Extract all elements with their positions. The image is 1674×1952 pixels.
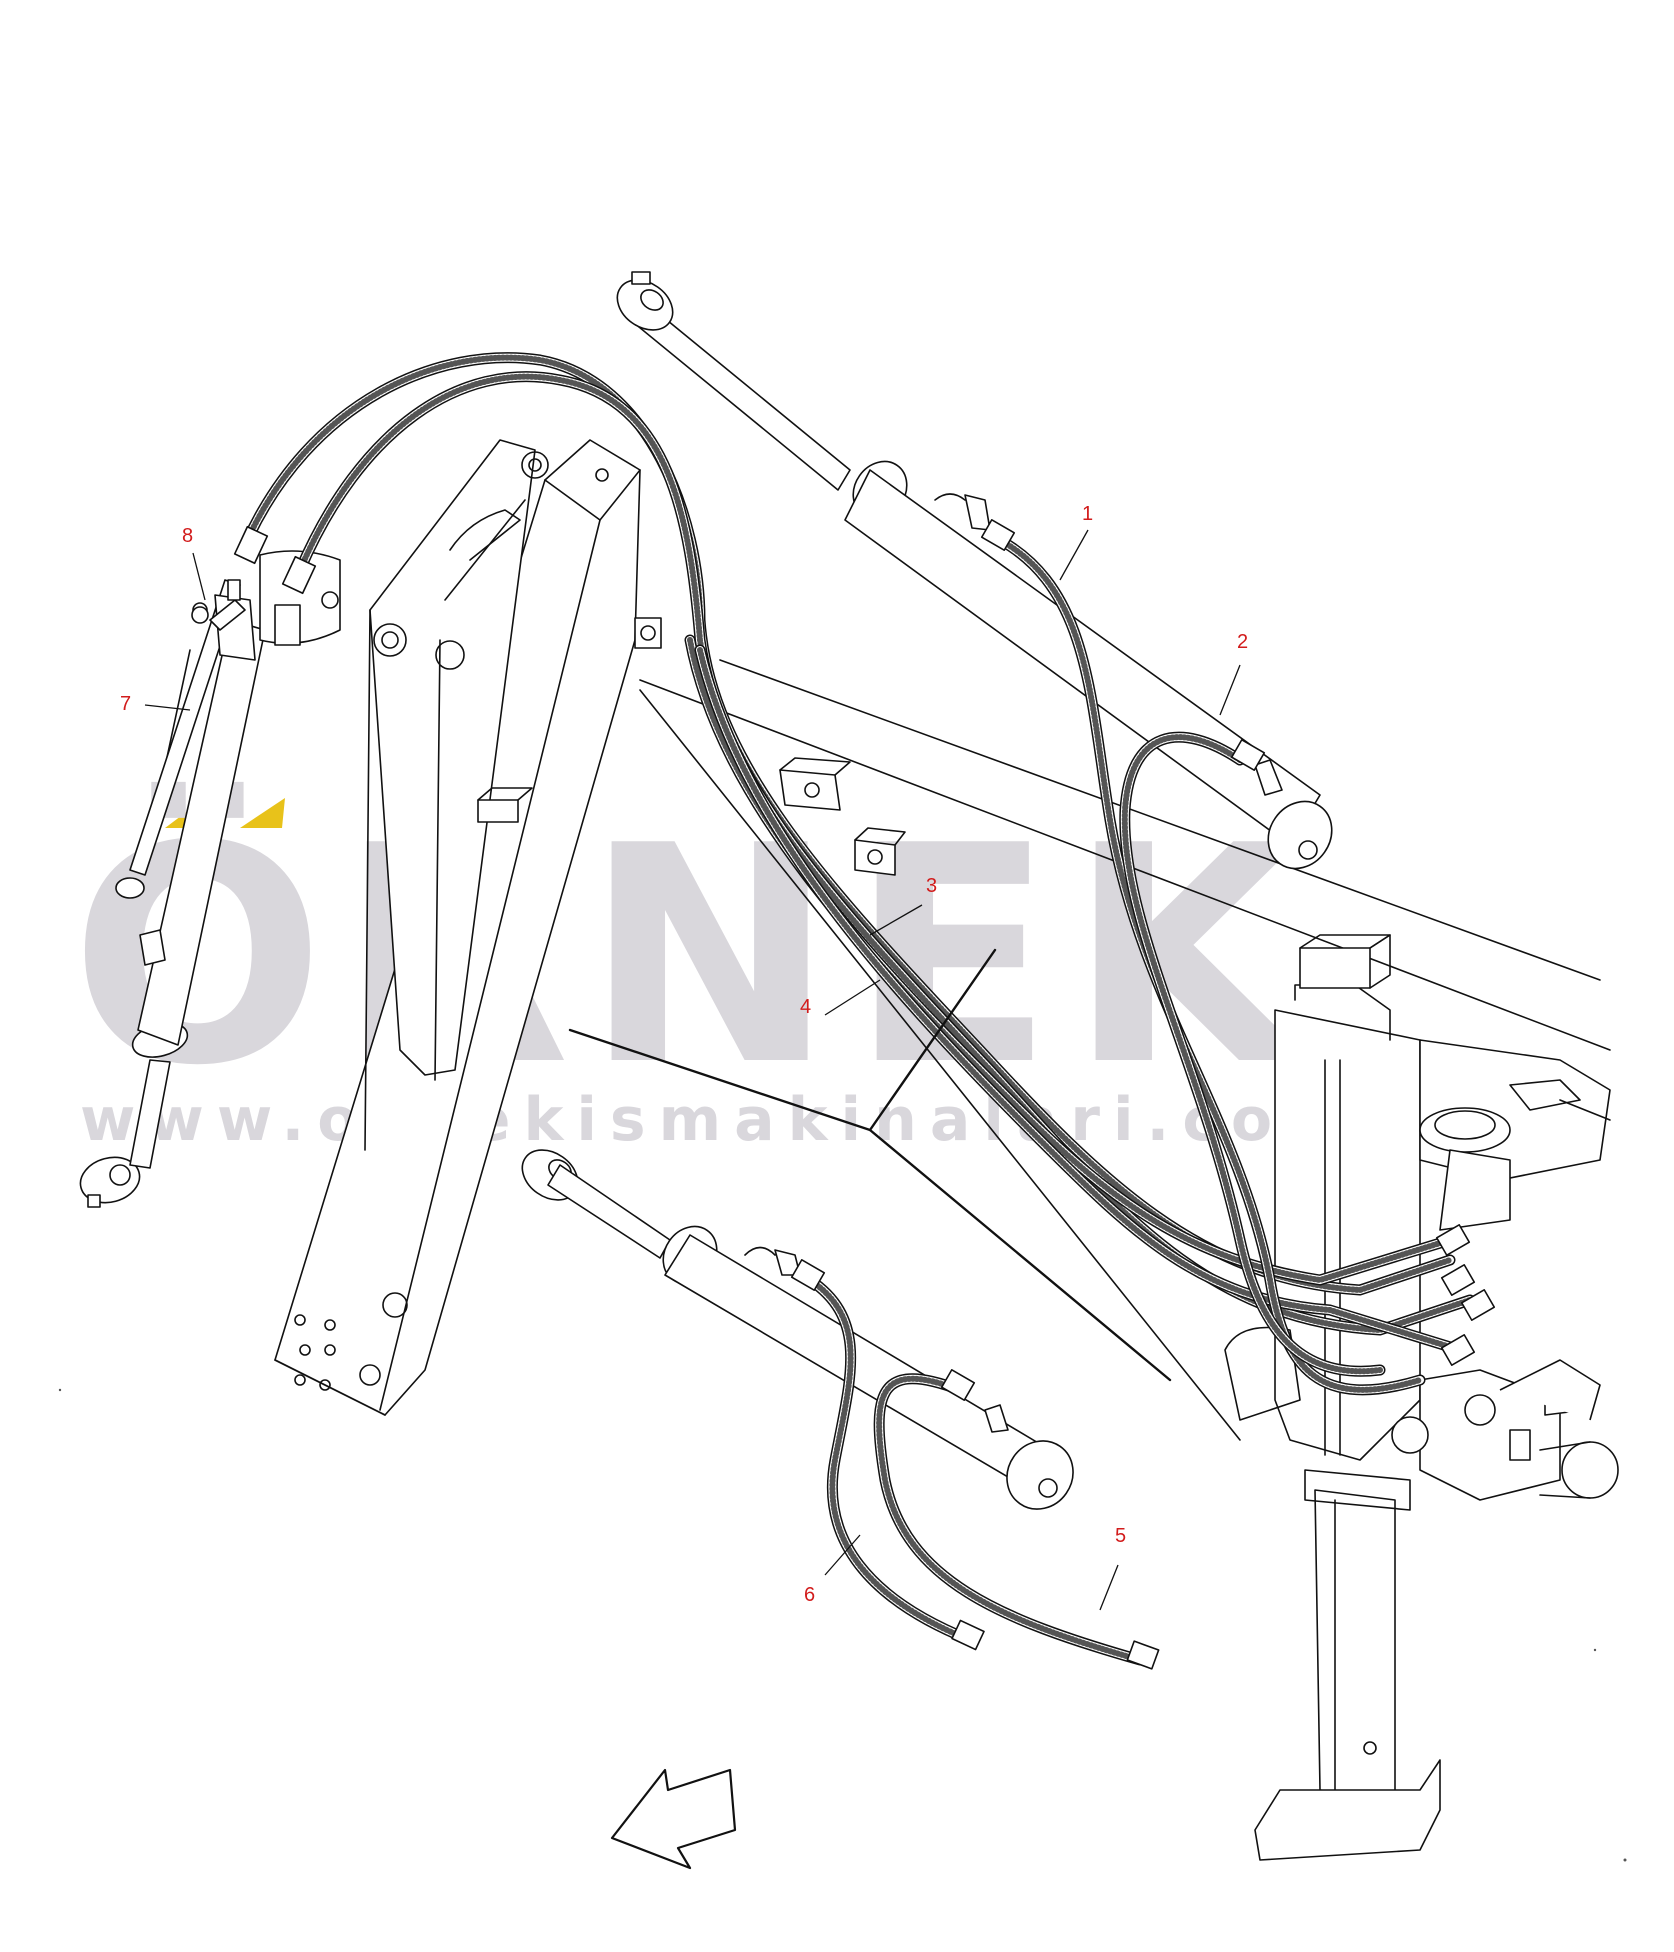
hoses	[233, 352, 1496, 1670]
section-lines	[568, 948, 1172, 1382]
scan-specks	[58, 1388, 1627, 1862]
arrow-icon	[610, 1768, 737, 1870]
left-cylinder	[79, 550, 341, 1208]
boom-arm	[274, 439, 662, 1416]
callout-2: 2	[1237, 631, 1248, 653]
hose-2	[1119, 731, 1386, 1377]
clamp-8	[191, 579, 246, 631]
hose-bundle	[239, 352, 1476, 1356]
lower-cylinder	[521, 1149, 1074, 1510]
callout-7: 7	[120, 693, 131, 715]
callout-3: 3	[926, 875, 937, 897]
callout-4: 4	[800, 996, 811, 1018]
callout-5: 5	[1115, 1525, 1126, 1547]
hose-5	[873, 1373, 1146, 1666]
watermark-brand: ÖRNEK	[70, 779, 1315, 1131]
callouts: 1 2 3 4 5 6 7 8	[120, 503, 1248, 1606]
callout-leaders	[144, 529, 1241, 1611]
watermark-url: www.ornekismakinalari.com.tr	[80, 1085, 1481, 1155]
callout-8: 8	[182, 525, 193, 547]
callout-6: 6	[804, 1584, 815, 1606]
hose-6	[804, 1274, 976, 1646]
watermark: ÖRNEK www.ornekismakinalari.com.tr	[70, 779, 1481, 1155]
hose-fittings	[233, 519, 1496, 1670]
brackets	[779, 757, 906, 876]
callout-1: 1	[1082, 503, 1093, 525]
mast-column	[639, 659, 1619, 1861]
watermark-accent-mark-right	[240, 798, 285, 828]
